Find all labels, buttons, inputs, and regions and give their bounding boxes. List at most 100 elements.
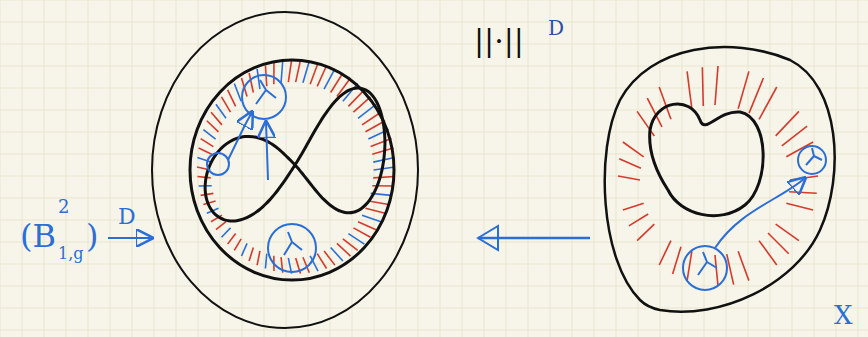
hatch-mark [273,63,275,84]
torus-hole [650,104,764,216]
hatch-mark [343,239,358,251]
hatch-mark [257,69,260,89]
grid-line [0,198,868,199]
hatch-mark [265,254,266,269]
grid-line [0,176,868,177]
hatch-mark [687,71,692,108]
torus-outer-boundary [605,47,835,312]
figure-eight-boundary [205,88,385,221]
hatch-mark [366,208,386,213]
annulus-outer-boundary [190,60,394,280]
superscript: 2 [58,198,69,216]
outer-oval [152,12,418,328]
grid-line [0,154,868,155]
inclusion-arrow [478,237,590,240]
hatch-mark [207,121,219,132]
hatch-mark [228,90,236,107]
grid-line [0,286,868,287]
hatch-mark [296,60,301,82]
hatch-mark [249,247,253,260]
hatch-mark [234,84,241,102]
hatch-mark [373,177,394,178]
grid-line [0,0,868,1]
hatch-mark [199,148,212,154]
hatch-mark [362,215,381,222]
hatch-mark [623,142,644,157]
hatch-mark [623,203,644,210]
frame-circles [207,75,316,272]
hatch-mark [782,126,807,146]
hatch-mark [715,255,718,286]
subscript: 1,g [58,246,84,262]
band-hatching [618,66,818,286]
hatch-mark [358,104,376,118]
hatch-mark [331,247,343,260]
hatch-mark [715,66,718,105]
hatch-mark [759,87,777,119]
hatch-mark [759,241,777,265]
hatch-mark [371,139,392,147]
hatch-mark [197,177,210,178]
hatch-mark [257,251,260,265]
map-arrow [108,237,152,239]
hatch-mark [337,243,351,256]
hatch-mark [216,104,226,118]
hatch-mark [768,233,789,254]
hatch-mark [281,61,283,83]
hatch-mark [353,228,370,237]
hatch-mark [324,251,335,265]
grid-line [0,132,868,133]
hatch-mark [659,241,671,265]
superscript: D [548,18,564,38]
hatch-mark [249,73,253,92]
hatch-mark [637,224,654,241]
hatch-mark [201,139,214,147]
grid-line [0,308,868,309]
hatch-mark [629,214,648,226]
hatch-mark [372,148,393,154]
space-name: X [834,302,853,328]
grid-line [0,88,868,89]
hatch-mark [221,97,230,112]
hatch-mark [738,71,749,108]
arrow-head [478,226,498,250]
grid-line [0,22,868,23]
hatch-mark [362,112,381,125]
hatch-mark [317,66,326,87]
bracket: ) [86,220,98,252]
hatch-mark [358,222,376,230]
ball-symbol: (B [20,220,56,252]
hatch-mark [348,234,364,245]
hatch-mark [776,111,799,136]
grid-line [0,242,868,243]
hatch-mark [288,60,291,82]
hatch-mark [203,130,215,140]
map-name: D [118,206,136,228]
hatch-mark [673,247,681,274]
hatch-mark [738,251,749,280]
grid-line [0,110,868,111]
norm-symbol: ||·|| [474,26,524,56]
hatch-mark [368,201,388,205]
hatch-mark [702,67,705,106]
hatch-mark [317,254,326,269]
grid-line [0,264,868,265]
hatch-mark [211,112,222,125]
hatch-mark [234,239,241,251]
hatch-mark [749,78,763,113]
grid-line [0,66,868,67]
frame-circles [683,146,826,290]
grid-line [0,330,868,331]
hatch-mark [324,69,335,89]
hatch-mark [303,61,309,83]
hatch-mark [310,63,318,84]
hatch-mark [789,192,817,193]
hatch-mark [241,243,247,256]
hatch-mark [776,224,799,241]
grid-line [0,44,868,45]
hatch-mark [221,228,230,237]
